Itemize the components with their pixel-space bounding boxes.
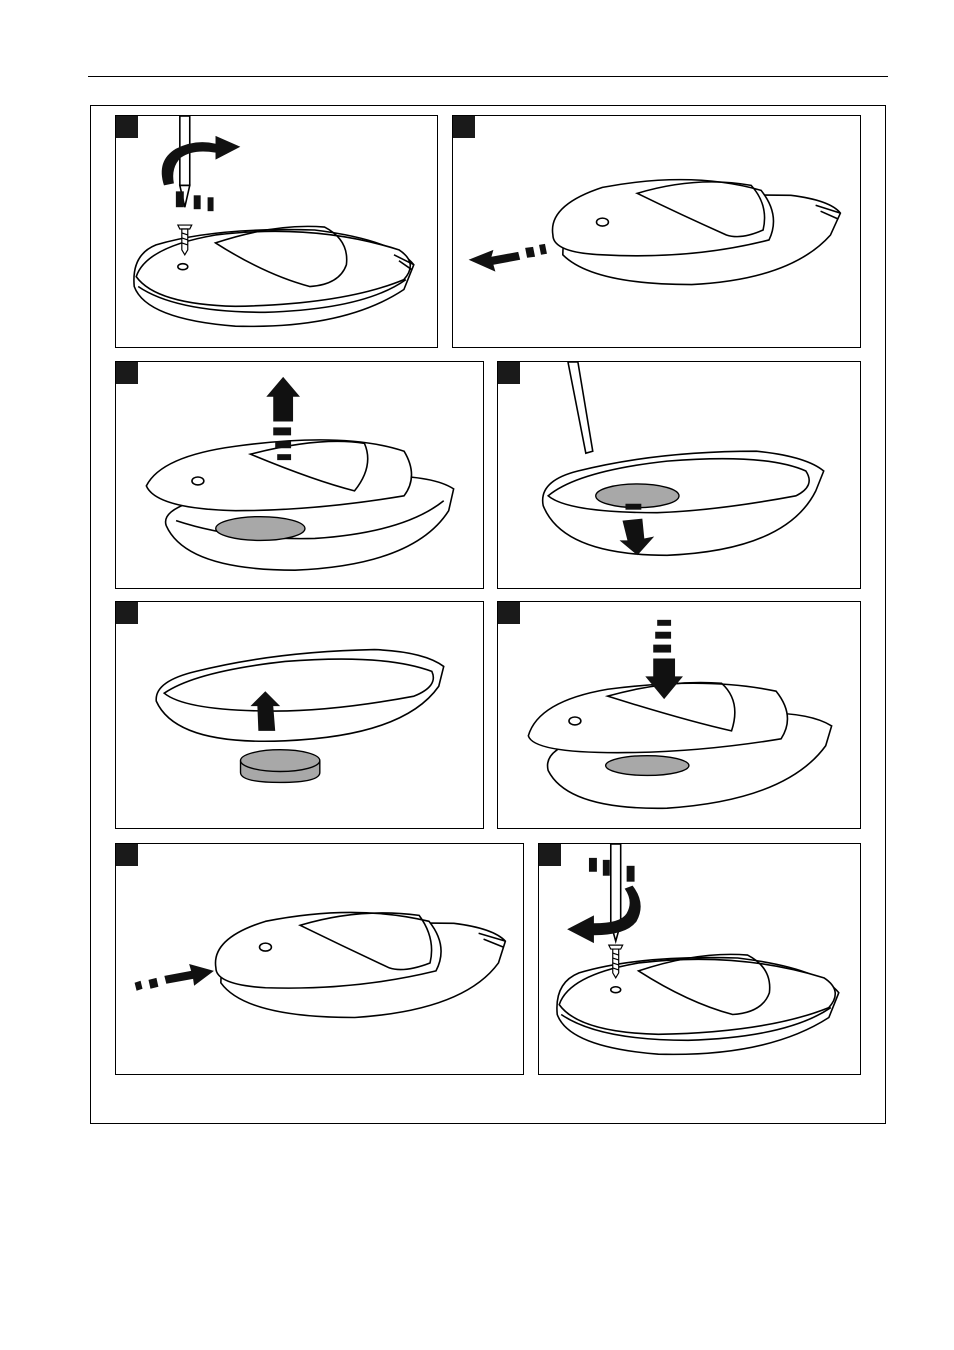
step-panel-4 bbox=[497, 361, 861, 589]
step-panel-5 bbox=[115, 601, 484, 829]
step-panel-1 bbox=[115, 115, 438, 348]
step-badge-7 bbox=[116, 844, 138, 866]
rotate-arrow-icon bbox=[567, 857, 641, 944]
step-badge-4 bbox=[498, 362, 520, 384]
battery bbox=[604, 754, 690, 777]
screw-icon bbox=[176, 224, 193, 256]
screw-icon bbox=[607, 944, 624, 979]
device-closed bbox=[133, 225, 415, 328]
battery-icon bbox=[239, 748, 321, 784]
step-panel-7 bbox=[115, 843, 524, 1075]
step-badge-2 bbox=[453, 116, 475, 138]
device-closed bbox=[214, 911, 507, 1019]
step-badge-3 bbox=[116, 362, 138, 384]
step-panel-2 bbox=[452, 115, 861, 348]
header-rule bbox=[88, 76, 888, 77]
cover-lowering bbox=[527, 681, 789, 754]
slide-arrow-icon bbox=[134, 963, 214, 991]
step-badge-6 bbox=[498, 602, 520, 624]
step-panel-3 bbox=[115, 361, 484, 589]
step-badge-8 bbox=[539, 844, 561, 866]
step-badge-1 bbox=[116, 116, 138, 138]
step-panel-6 bbox=[497, 601, 861, 829]
illustration-frame bbox=[90, 105, 886, 1124]
screwdriver-icon bbox=[567, 362, 594, 455]
cover-lifted bbox=[145, 439, 413, 512]
battery bbox=[215, 515, 306, 542]
down-arrow-icon bbox=[619, 503, 655, 556]
slide-arrow-icon bbox=[468, 243, 547, 272]
device-open bbox=[541, 450, 825, 557]
up-arrow-icon bbox=[250, 691, 281, 731]
up-arrow-icon bbox=[266, 376, 300, 461]
device-open bbox=[155, 648, 445, 743]
step-badge-5 bbox=[116, 602, 138, 624]
down-arrow-icon bbox=[645, 619, 683, 700]
rotate-arrow-icon bbox=[161, 135, 241, 212]
device-sliding-cover bbox=[551, 178, 842, 286]
step-panel-8 bbox=[538, 843, 861, 1075]
device-closed bbox=[556, 953, 840, 1056]
